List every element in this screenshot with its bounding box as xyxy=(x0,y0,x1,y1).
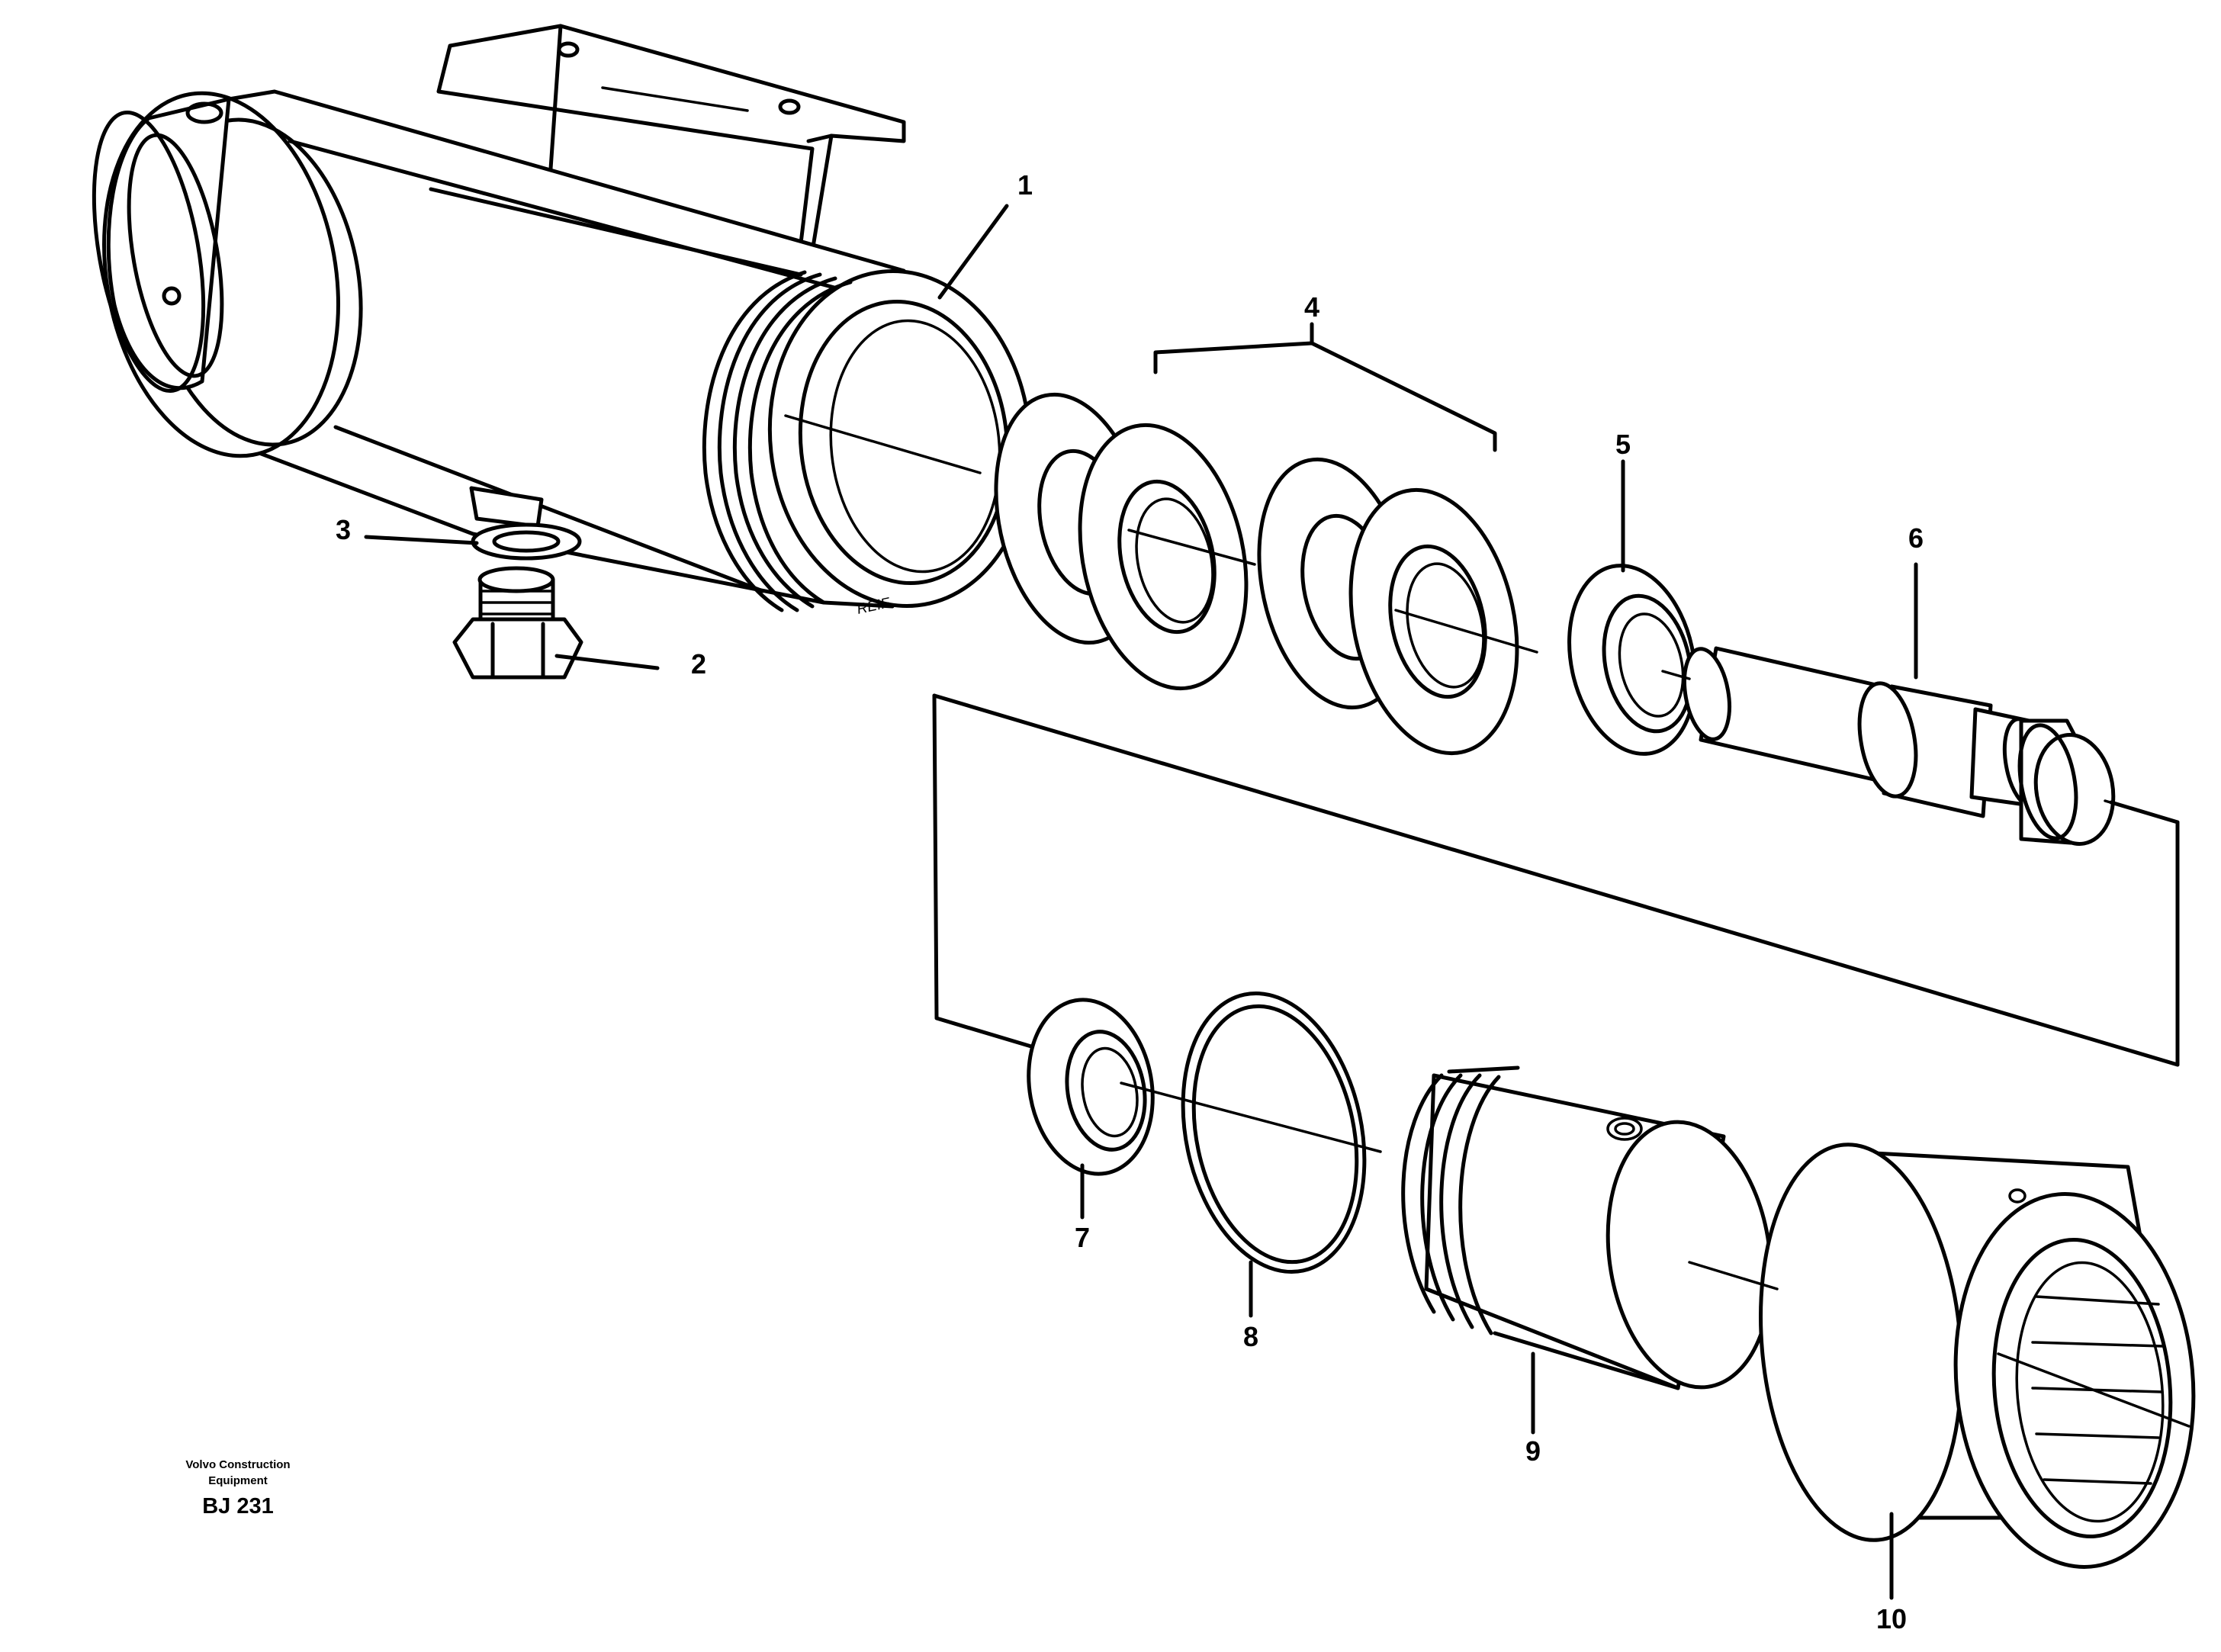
callout-7: 7 xyxy=(1075,1222,1090,1253)
callout-9: 9 xyxy=(1525,1435,1541,1467)
guide-ring-part-7 xyxy=(1027,998,1155,1176)
publisher-stamp: Volvo Construction Equipment BJ 231 xyxy=(185,1458,290,1519)
seal-kit-part-4 xyxy=(994,392,1519,756)
callout-1: 1 xyxy=(1017,169,1033,201)
stamp-line-1: Volvo Construction xyxy=(185,1458,290,1471)
callout-4: 4 xyxy=(1304,291,1319,323)
callout-6: 6 xyxy=(1908,522,1924,554)
cylinder-tube-part-1: REIF xyxy=(92,24,1033,618)
port-connector xyxy=(469,486,582,561)
callout-8: 8 xyxy=(1243,1321,1258,1352)
piston-part-9 xyxy=(1401,1065,1773,1390)
callout-5: 5 xyxy=(1615,429,1631,460)
o-ring-part-8 xyxy=(1181,991,1367,1274)
seal-ring-part-5 xyxy=(1567,564,1697,756)
callout-leaders xyxy=(364,204,1918,1600)
diagram-code: BJ 231 xyxy=(202,1494,274,1519)
stamp-line-2: Equipment xyxy=(208,1474,268,1487)
plug-part-2 xyxy=(452,566,583,680)
callout-3: 3 xyxy=(336,514,351,545)
gland-nut-part-10 xyxy=(1759,1143,2196,1569)
center-axis-lines xyxy=(784,414,2190,1428)
callout-2: 2 xyxy=(691,648,706,680)
piston-rod-part-6 xyxy=(1683,646,2116,846)
callout-10: 10 xyxy=(1876,1603,1907,1634)
